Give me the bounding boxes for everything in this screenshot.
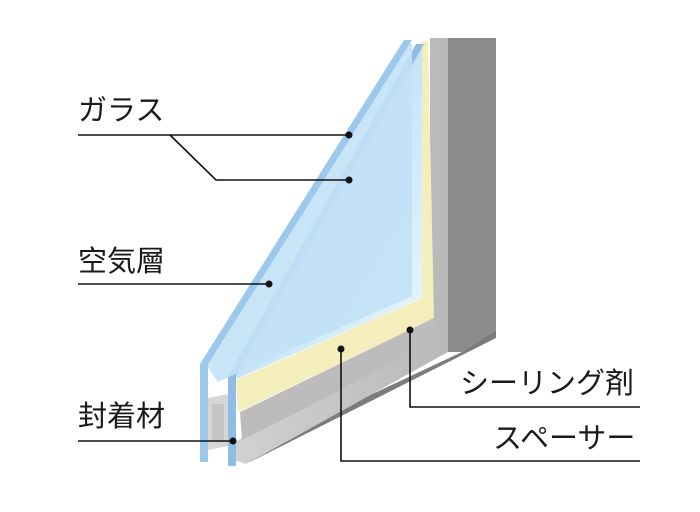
glass-pane-outer-edge-bottom (200, 364, 208, 462)
dot-glass-inner (345, 176, 353, 184)
glass-pane-outer (204, 44, 412, 382)
leader-line-spacer (340, 349, 640, 462)
dot-sealing-agent (406, 326, 414, 334)
label-sealing-agent: シーリング剤 (460, 366, 635, 400)
label-air-layer: 空気層 (78, 244, 166, 278)
glass-pane-outer-edge (200, 40, 412, 364)
dot-glass-outer (345, 131, 353, 139)
leader-line-sealing-agent (409, 330, 640, 408)
spacer-bottom (236, 300, 434, 412)
label-glass: ガラス (78, 93, 165, 127)
leader-dots (229, 131, 414, 445)
leader-line-glass-inner (169, 134, 349, 181)
sealant-highlight (212, 404, 224, 442)
spacer-inner-gray (240, 318, 440, 440)
label-spacer: スペーサー (493, 421, 636, 455)
dot-spacer (337, 345, 345, 353)
dot-sealant (229, 437, 237, 445)
frame-back (448, 38, 496, 352)
label-sealant: 封着材 (78, 399, 166, 433)
dot-air-layer (265, 280, 273, 288)
glass-pane-inner-edge-bottom (228, 376, 236, 466)
leader-lines (78, 134, 640, 462)
